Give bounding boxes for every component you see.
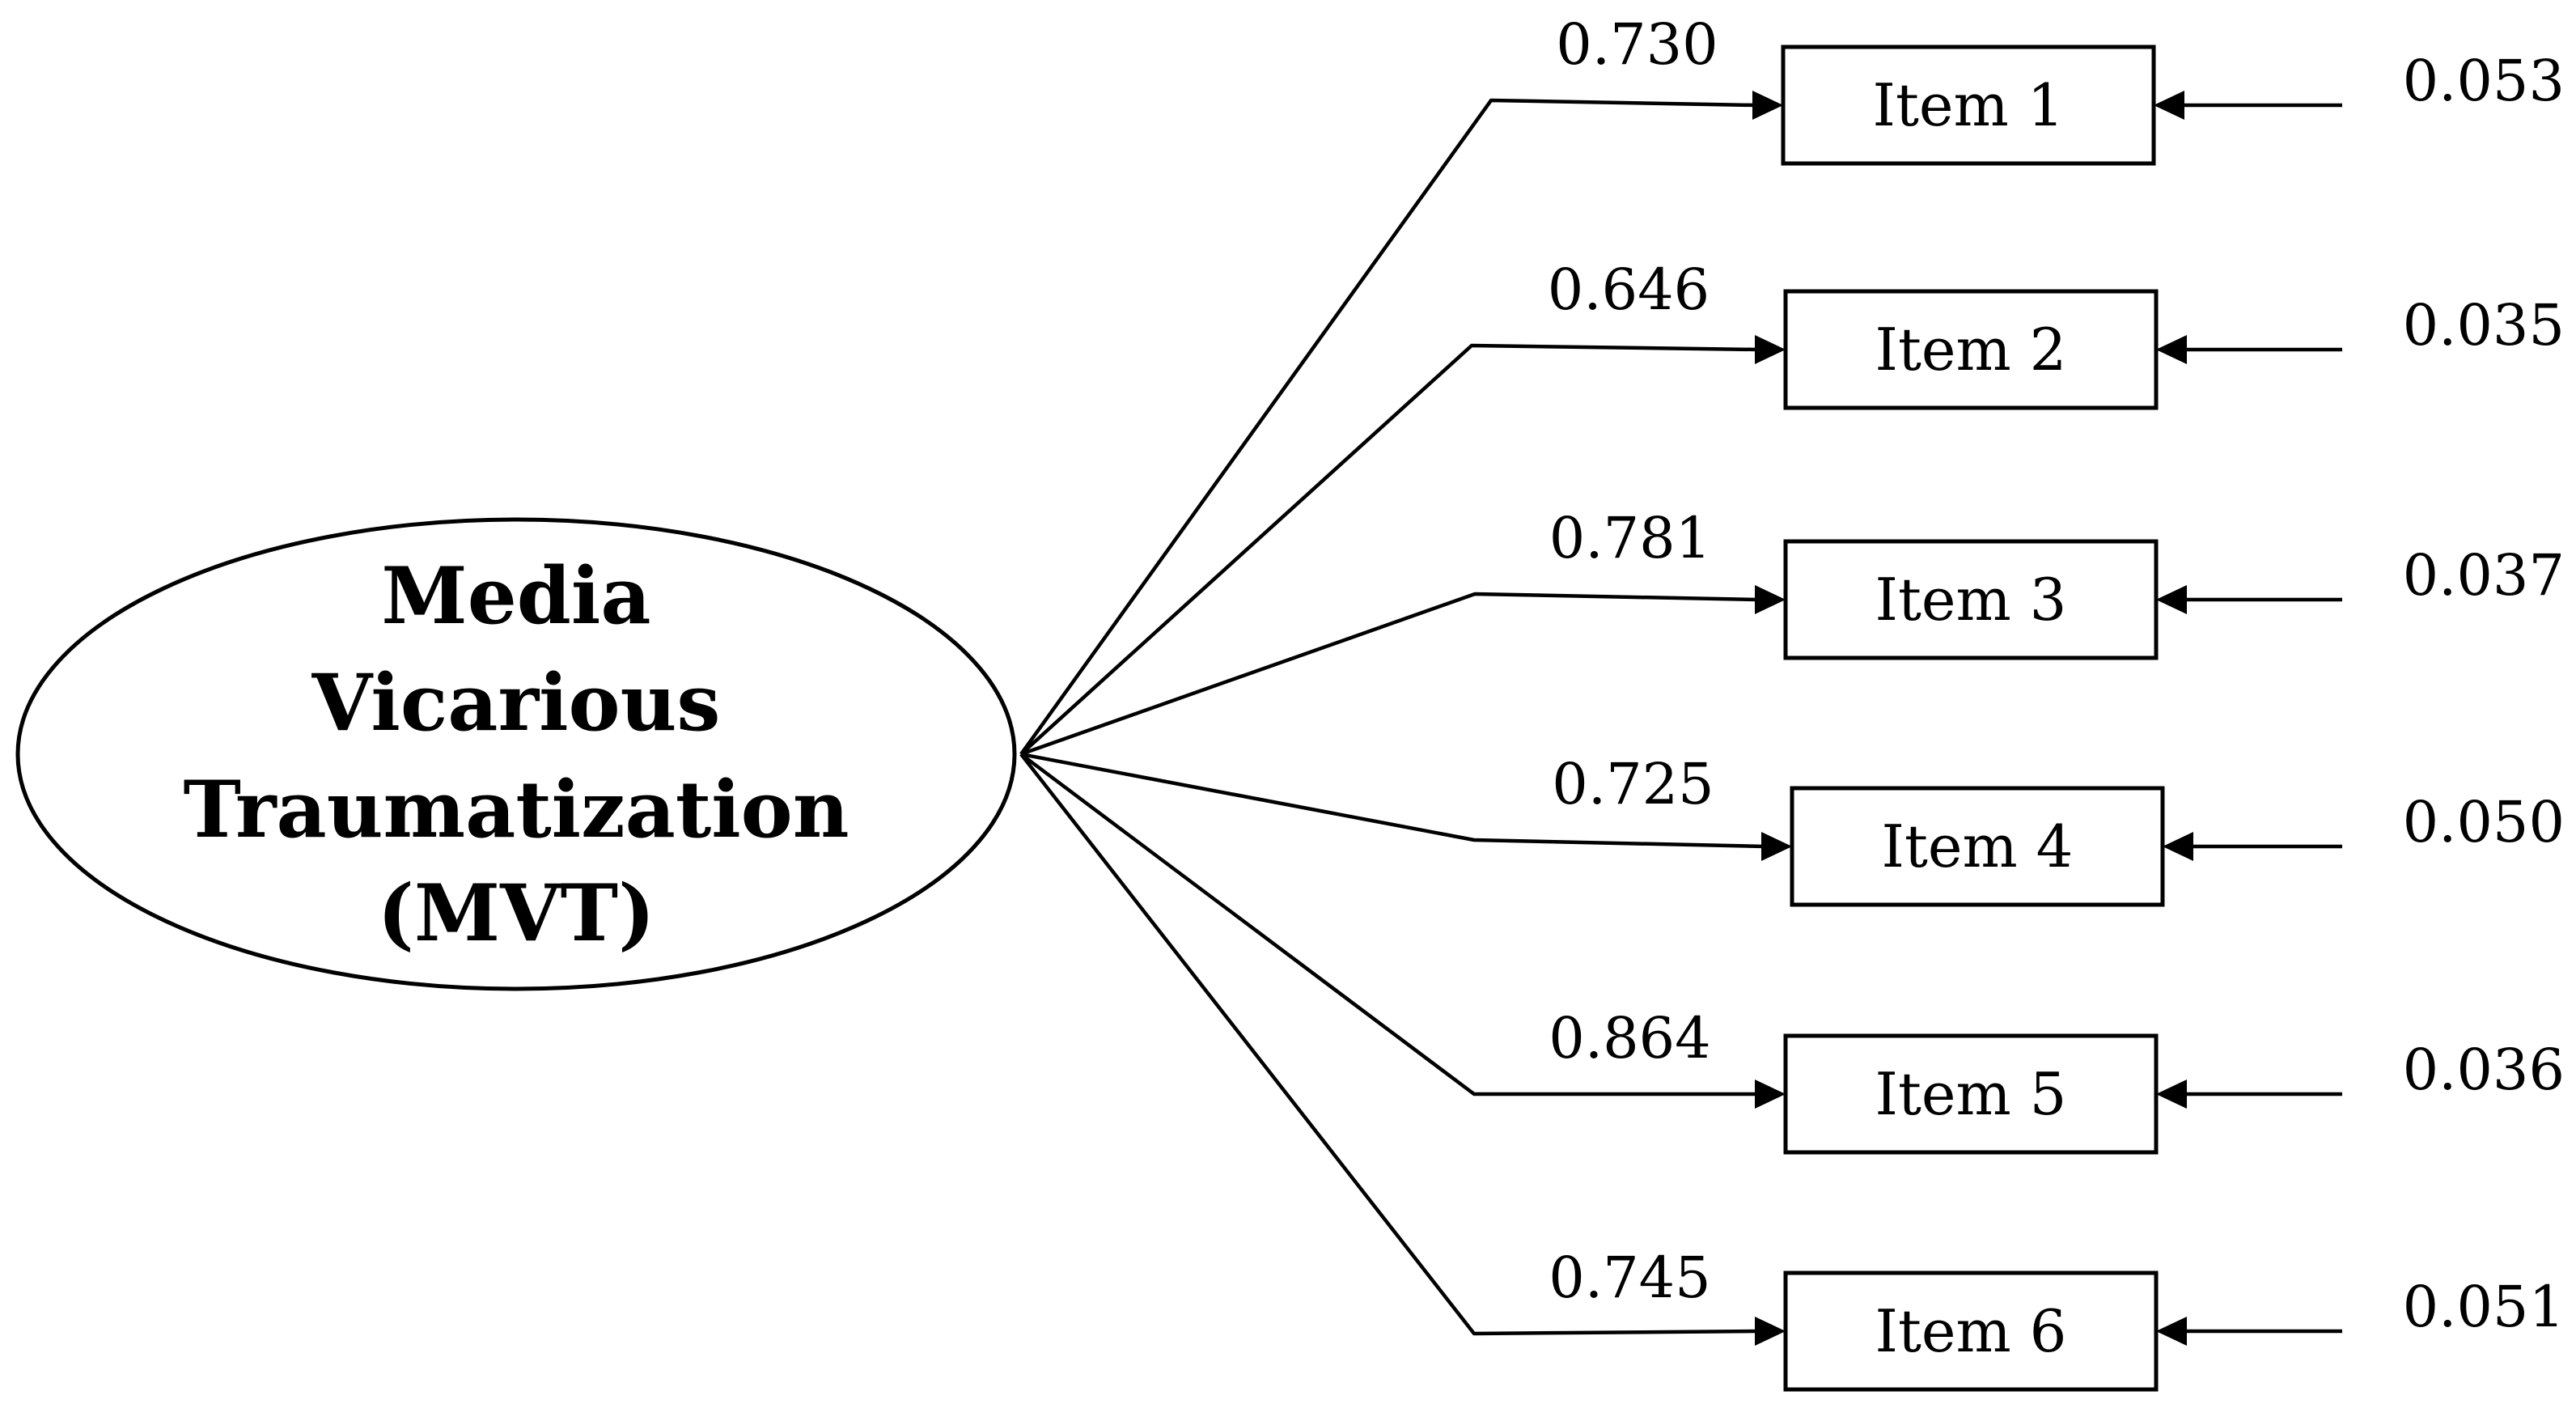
- item-box-1: [1781, 45, 2156, 166]
- error-arrowhead-1: [2154, 91, 2184, 120]
- item-label-5: Item 5: [1875, 1060, 2067, 1128]
- loading-value-6: 0.745: [1549, 1245, 1710, 1311]
- factor-name-line-4: (MVT): [377, 867, 655, 959]
- factor-name-line-3: Traumatization: [184, 764, 849, 855]
- error-arrowhead-5: [2156, 1080, 2187, 1109]
- loading-arrowhead-6: [1755, 1317, 1786, 1346]
- error-arrowhead-2: [2156, 335, 2187, 364]
- item-label-4: Item 4: [1882, 812, 2074, 880]
- loading-value-1: 0.730: [1556, 11, 1718, 78]
- error-value-1: 0.053: [2403, 48, 2565, 114]
- item-label-3: Item 3: [1875, 566, 2067, 634]
- factor-name-line-1: Media: [381, 550, 650, 642]
- latent-factor-ellipse: [15, 517, 1017, 991]
- error-value-2: 0.035: [2403, 292, 2565, 358]
- loading-value-2: 0.646: [1548, 257, 1710, 323]
- indicator-4: Item 4 0.725 0.050: [1020, 751, 2565, 907]
- error-arrowhead-6: [2156, 1317, 2187, 1346]
- loading-value-4: 0.725: [1552, 751, 1714, 817]
- indicator-1: Item 1 0.730 0.053: [1019, 11, 2565, 756]
- indicator-2: Item 2 0.646 0.035: [1019, 257, 2565, 756]
- error-arrowhead-4: [2163, 832, 2193, 861]
- latent-factor: Media Vicarious Traumatization (MVT): [15, 517, 1017, 991]
- error-value-4: 0.050: [2403, 789, 2565, 855]
- indicator-6: Item 6 0.745 0.051: [1019, 753, 2565, 1392]
- error-value-6: 0.051: [2403, 1274, 2565, 1340]
- loading-path-2: [1019, 343, 1759, 756]
- loading-arrowhead-5: [1755, 1080, 1786, 1109]
- item-box-3: [1783, 539, 2159, 660]
- error-value-3: 0.037: [2403, 542, 2565, 609]
- item-label-1: Item 1: [1873, 71, 2065, 139]
- item-box-4: [1790, 786, 2165, 907]
- item-box-5: [1783, 1033, 2159, 1155]
- error-value-5: 0.036: [2403, 1037, 2565, 1103]
- item-label-2: Item 2: [1875, 316, 2067, 384]
- error-arrowhead-3: [2156, 585, 2187, 614]
- loading-arrowhead-2: [1755, 335, 1786, 364]
- loading-path-3: [1020, 592, 1759, 757]
- loading-arrowhead-1: [1752, 91, 1783, 120]
- loading-arrowhead-4: [1761, 832, 1792, 861]
- loading-path-5: [1019, 753, 1758, 1097]
- indicator-3: Item 3 0.781 0.037: [1020, 505, 2565, 757]
- item-box-6: [1783, 1270, 2159, 1392]
- loading-path-4: [1020, 752, 1765, 849]
- loading-value-5: 0.864: [1549, 1005, 1710, 1071]
- factor-name-line-2: Vicarious: [311, 657, 721, 749]
- loading-path-6: [1019, 753, 1759, 1336]
- loading-arrowhead-3: [1755, 585, 1786, 614]
- item-label-6: Item 6: [1875, 1297, 2067, 1365]
- loading-value-3: 0.781: [1549, 505, 1711, 571]
- indicator-5: Item 5 0.864 0.036: [1019, 753, 2565, 1155]
- loading-path-1: [1019, 98, 1756, 756]
